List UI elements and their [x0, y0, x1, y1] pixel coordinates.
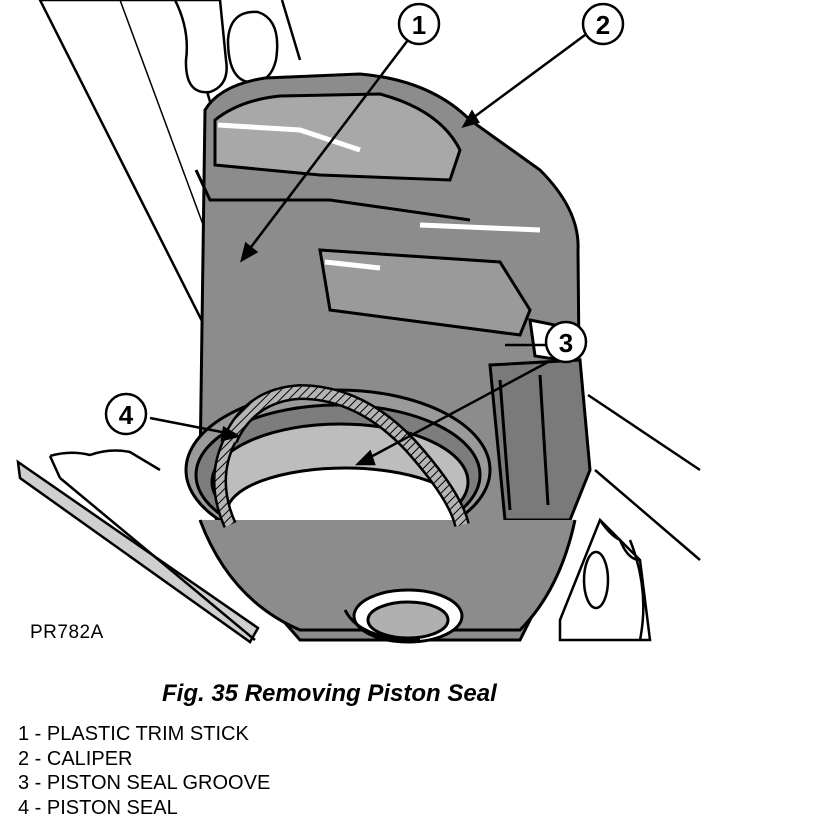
vise-jaw-right	[558, 393, 701, 642]
vise-jaw-left	[16, 449, 260, 644]
leader-lines	[149, 33, 586, 466]
callout-4-number: 4	[119, 400, 134, 430]
caliper-body	[184, 72, 592, 644]
figure-caption: Fig. 35 Removing Piston Seal	[162, 680, 497, 707]
figure-code: PR782A	[30, 622, 104, 643]
legend-item: 2 - CALIPER	[18, 747, 133, 770]
callout-2: 2	[581, 2, 625, 46]
legend-item: 1 - PLASTIC TRIM STICK	[18, 723, 249, 745]
piston-seal	[213, 383, 470, 528]
legend-item: 3 - PISTON SEAL GROOVE	[18, 772, 271, 794]
callout-4: 4	[104, 392, 148, 436]
callout-1: 1	[397, 2, 441, 46]
callout-3: 3	[544, 320, 588, 364]
legend-item: 4 - PISTON SEAL	[18, 796, 178, 819]
hand	[173, 0, 302, 94]
legend: 1 - PLASTIC TRIM STICK 2 - CALIPER 3 - P…	[18, 722, 270, 820]
piston-seal-illustration: 1 2 3 4	[16, 0, 701, 644]
callout-2-number: 2	[596, 10, 610, 40]
callout-3-number: 3	[559, 328, 573, 358]
callout-1-number: 1	[412, 10, 426, 40]
